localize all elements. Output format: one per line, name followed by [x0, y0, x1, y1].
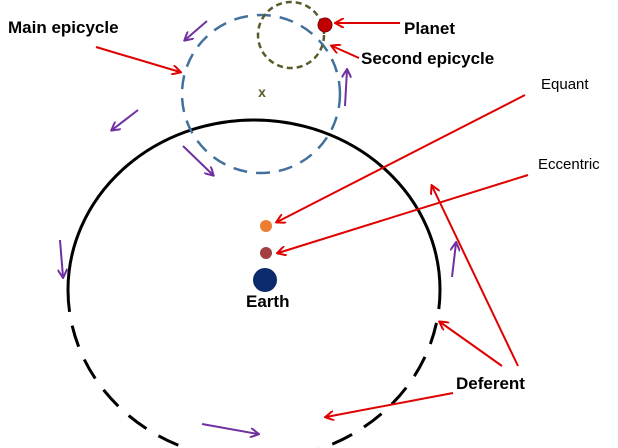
motion-arrow-epicycle-bottom	[182, 145, 213, 175]
motion-arrow-epicycle-right	[345, 70, 347, 107]
epicycle-center-mark: x	[258, 84, 266, 100]
deferent-pointer-arrow-3	[326, 392, 454, 417]
motion-arrow-deferent-left	[60, 239, 63, 277]
deferent-pointer-arrow-2	[440, 322, 503, 367]
planet-dot	[317, 17, 333, 33]
deferent-circle	[66, 118, 442, 291]
deferent-pointer-arrow-1	[432, 186, 519, 367]
second-epicycle-label: Second epicycle	[361, 49, 494, 68]
deferent-circle-dashed	[66, 289, 442, 448]
main-epicycle-circle	[180, 13, 342, 175]
deferent-label: Deferent	[456, 374, 525, 393]
planet-label: Planet	[404, 19, 455, 38]
earth-dot	[253, 268, 277, 292]
main-epicycle-pointer-arrow	[95, 46, 180, 72]
eccentric-dot	[260, 247, 272, 259]
second-epicycle-pointer-arrow	[332, 46, 360, 59]
main-epicycle-label: Main epicycle	[8, 18, 119, 37]
earth-label: Earth	[246, 292, 289, 311]
motion-arrow-top-left	[185, 20, 208, 40]
eccentric-pointer-arrow	[278, 174, 529, 253]
equant-dot	[260, 220, 272, 232]
equant-label: Equant	[541, 76, 589, 93]
motion-arrow-deferent-bottom	[201, 423, 258, 434]
equant-pointer-arrow	[277, 94, 526, 222]
motion-arrow-left	[112, 109, 139, 130]
eccentric-label: Eccentric	[538, 156, 600, 173]
motion-arrow-deferent-right	[452, 243, 456, 278]
second-epicycle-circle	[256, 0, 326, 70]
